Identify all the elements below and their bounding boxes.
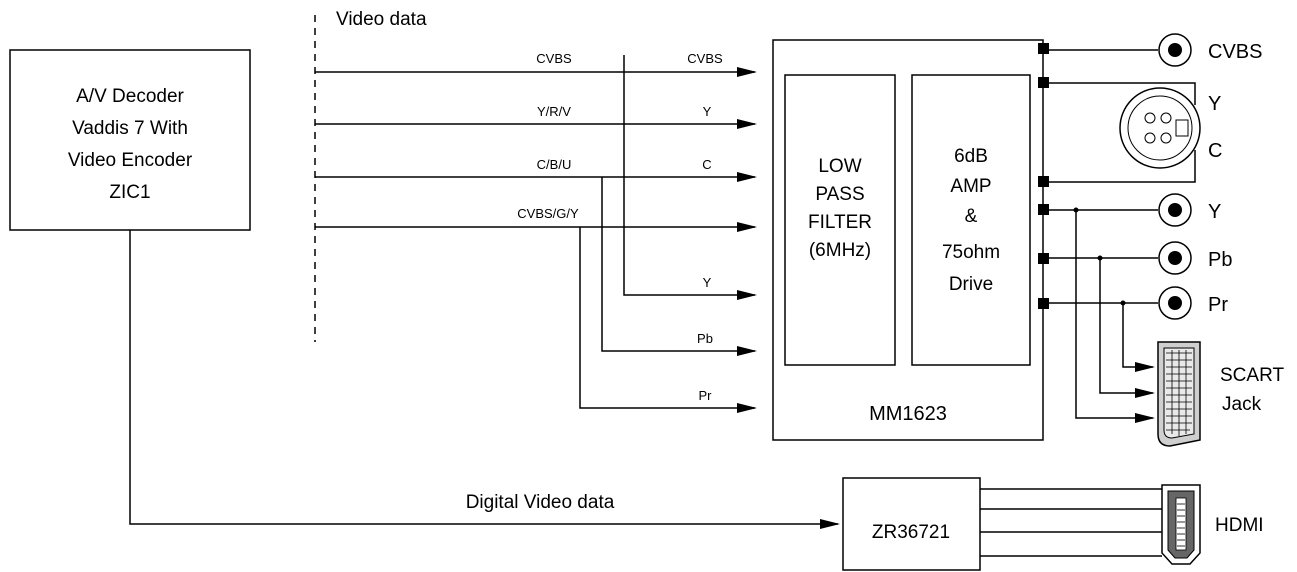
- arrow-label-y2: Y: [703, 275, 712, 290]
- zr36721-chip: ZR36721: [842, 477, 981, 571]
- amp-block: [911, 74, 1031, 366]
- rca-jack-pb: [1158, 241, 1192, 275]
- signal-lines: [315, 55, 757, 413]
- arrow-label-c: C: [702, 157, 711, 172]
- branch-y: [623, 55, 757, 300]
- scart-connector: [1157, 341, 1201, 447]
- label-scart-2: Jack: [1222, 394, 1262, 415]
- decoder-line-1: A/V Decoder: [76, 86, 184, 107]
- filter-line-4: (6MHz): [809, 240, 871, 261]
- decoder-line-4: ZIC1: [109, 182, 150, 203]
- decoder-line-2: Vaddis 7 With: [72, 118, 188, 139]
- arrow-label-y: Y: [703, 104, 712, 119]
- hdmi-connector: [1161, 484, 1201, 565]
- input-label-cvbsgy: CVBS/G/Y: [517, 206, 579, 221]
- low-pass-filter-block: [784, 74, 896, 366]
- rca-jack-y: [1158, 193, 1192, 227]
- amp-line-1: 6dB: [954, 146, 988, 167]
- hdmi-lines: [980, 488, 1162, 557]
- output-pins: [1038, 43, 1049, 309]
- amp-line-4: 75ohm: [942, 242, 1000, 263]
- rca-jack-pr: [1158, 286, 1192, 320]
- av-decoder-block: A/V Decoder Vaddis 7 With Video Encoder …: [9, 49, 251, 231]
- amp-line-2: AMP: [950, 176, 991, 197]
- filter-line-1: LOW: [818, 156, 861, 177]
- digital-video-label: Digital Video data: [466, 492, 615, 513]
- filter-line-3: FILTER: [808, 212, 872, 233]
- video-data-label: Video data: [336, 9, 427, 30]
- arrow-label-cvbs: CVBS: [687, 51, 723, 66]
- label-svideo-c: C: [1208, 140, 1222, 162]
- input-label-cbu: C/B/U: [537, 157, 572, 172]
- branch-pr: [579, 227, 757, 413]
- label-svideo-y: Y: [1208, 93, 1221, 115]
- rca-jack-cvbs: [1158, 33, 1192, 67]
- input-label-cvbs: CVBS: [536, 51, 572, 66]
- chip-name: MM1623: [869, 403, 947, 425]
- label-scart-1: SCART: [1220, 365, 1284, 386]
- label-component-pr: Pr: [1208, 294, 1228, 316]
- arrow-label-pb: Pb: [697, 331, 713, 346]
- label-cvbs-out: CVBS: [1208, 41, 1262, 63]
- input-label-yrv: Y/R/V: [537, 104, 571, 119]
- branch-pb: [601, 177, 757, 356]
- mm1623-chip: LOW PASS FILTER (6MHz) 6dB AMP & 75ohm D…: [772, 39, 1044, 441]
- filter-line-2: PASS: [815, 184, 864, 205]
- label-component-pb: Pb: [1208, 249, 1232, 271]
- digital-video-line: [129, 230, 840, 529]
- label-component-y: Y: [1208, 201, 1221, 223]
- svideo-connector: [1119, 87, 1201, 169]
- hdmi-chip-name: ZR36721: [872, 522, 950, 543]
- amp-line-3: &: [965, 206, 978, 227]
- decoder-line-3: Video Encoder: [68, 150, 193, 171]
- amp-line-5: Drive: [949, 274, 993, 295]
- arrow-label-pr: Pr: [699, 388, 713, 403]
- label-hdmi: HDMI: [1215, 515, 1264, 536]
